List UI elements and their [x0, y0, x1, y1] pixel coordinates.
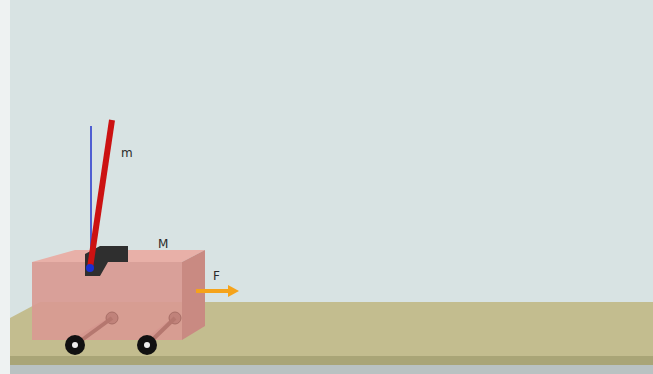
floor-edge — [10, 356, 653, 365]
pivot-joint — [86, 264, 94, 272]
cart-front — [32, 262, 182, 340]
wheel-hub — [72, 342, 78, 348]
floor-shadow — [10, 365, 653, 374]
wheel-hub — [144, 342, 150, 348]
pole-mass-label: m — [121, 146, 133, 160]
wheel — [137, 335, 157, 355]
label-holder: M — [158, 234, 168, 252]
cart-mass-label: M — [158, 237, 168, 251]
label-holder: F — [213, 266, 220, 284]
label-holder: m — [121, 143, 133, 161]
cart-side — [182, 250, 205, 340]
wheel — [65, 335, 85, 355]
force-arrowhead — [228, 285, 239, 297]
force-label: F — [213, 269, 220, 283]
pendulum-pole — [90, 120, 112, 268]
left-margin — [0, 0, 10, 374]
force-arrow — [196, 289, 229, 293]
